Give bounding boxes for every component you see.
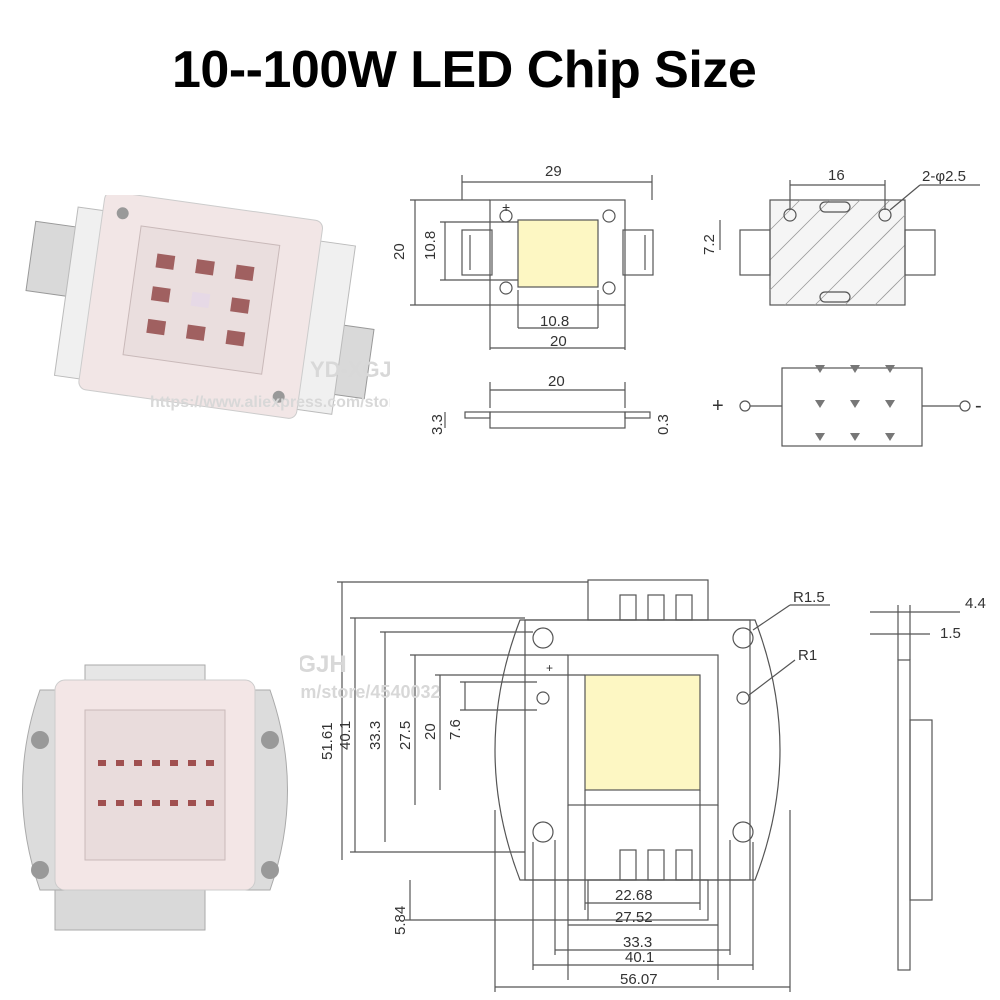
plus-sign-top: + [502,199,510,215]
dim-51-61: 51.61 [319,722,336,760]
dim-40-1-h: 40.1 [625,949,654,966]
circuit-minus: - [975,395,982,417]
plus-sign-large: + [546,661,553,675]
dim-16: 16 [828,167,845,184]
watermark-brand-2: YD-XGJH [300,651,347,678]
dim-33-3-v: 33.3 [367,721,384,750]
dim-40-1-v: 40.1 [337,721,354,750]
dim-3-3: 3.3 [429,414,446,435]
dim-22-68: 22.68 [615,887,653,904]
watermark-url: https://www.aliexpress.com/store/4540032 [150,394,390,411]
dim-r1: R1 [798,647,817,664]
circuit-plus: + [712,395,724,417]
large-chip-photo [22,664,288,931]
dim-33-3-h: 33.3 [623,934,652,951]
large-chip-drawing: + 51.61 40.1 33.3 27.5 20 7.6 5.84 22.68… [300,579,986,992]
dim-56-07: 56.07 [620,971,658,988]
small-chip-drawings: 29 20 10.8 + 10.8 20 20 3.3 0.3 [391,163,982,447]
dim-4-4: 4.4 [965,595,986,612]
dim-27-52: 27.52 [615,909,653,926]
dim-1-5: 1.5 [940,625,961,642]
dim-holes: 2-φ2.5 [922,168,966,185]
dim-20-bottom: 20 [550,333,567,350]
dim-20-left: 20 [391,243,408,260]
dim-10-8-bottom: 10.8 [540,313,569,330]
watermark-url-2: https://www.aliexpress.com/store/4540032 [300,682,441,702]
dim-27-5: 27.5 [397,721,414,750]
small-chip-side-view: 20 3.3 0.3 [429,373,672,435]
dim-0-3: 0.3 [655,414,672,435]
dim-7-2: 7.2 [701,234,718,255]
dim-20-v: 20 [422,723,439,740]
page-title: 10--100W LED Chip Size [172,41,757,99]
small-chip-top-view: 29 20 10.8 + 10.8 20 [391,163,654,350]
dim-side-20: 20 [548,373,565,390]
dim-10-8-left: 10.8 [422,231,439,260]
small-chip-back-view: 16 2-φ2.5 7.2 [701,167,980,306]
watermark-brand: YD-XGJH [310,357,390,382]
dim-7-6: 7.6 [447,719,464,740]
dim-29: 29 [545,163,562,180]
led-circuit-diagram: + - [712,365,982,447]
dim-r1-5: R1.5 [793,589,825,606]
small-chip-photo: YD-XGJH https://www.aliexpress.com/store… [25,195,390,419]
dim-5-84: 5.84 [392,906,409,935]
